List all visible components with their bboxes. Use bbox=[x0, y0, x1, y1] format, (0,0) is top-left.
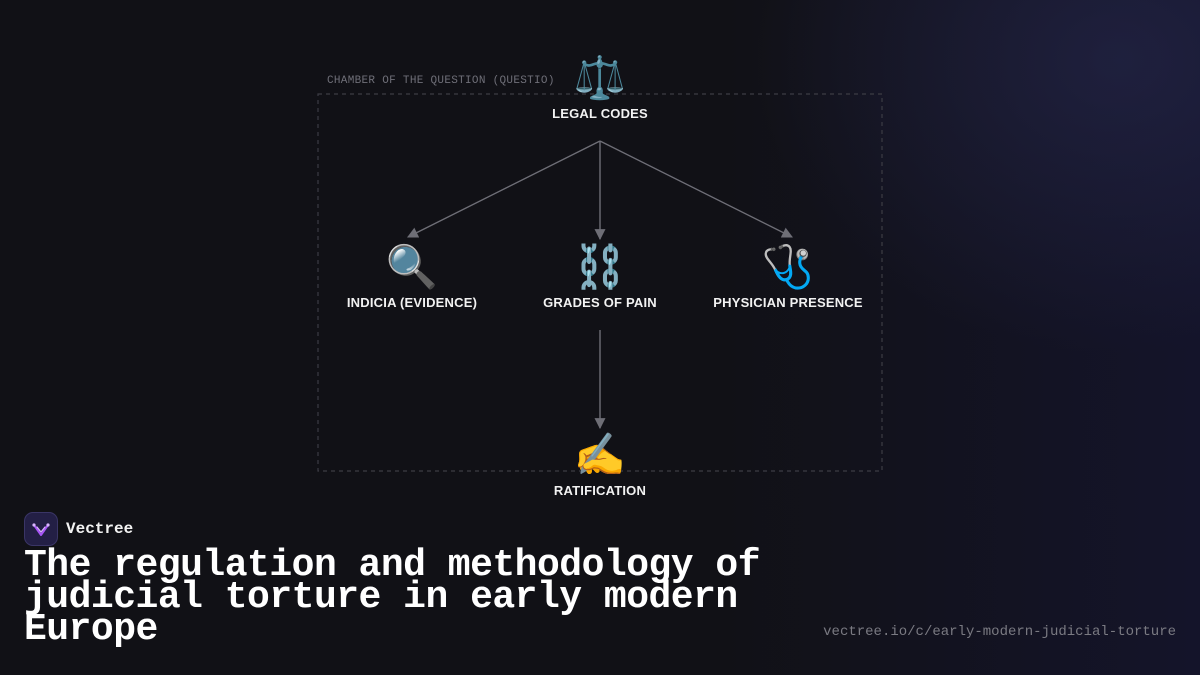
node-ratification: ✍️ RATIFICATION bbox=[490, 430, 710, 499]
page-title: The regulation and methodology of judici… bbox=[24, 544, 761, 651]
edge-legal-to-physician bbox=[599, 140, 793, 238]
node-grades-of-pain: ⛓️ GRADES OF PAIN bbox=[490, 242, 710, 311]
node-physician-presence: 🩺 PHYSICIAN PRESENCE bbox=[678, 242, 898, 311]
group-label: CHAMBER OF THE QUESTION (QUESTIO) bbox=[327, 75, 555, 87]
edge-legal-to-indicia bbox=[407, 140, 601, 238]
node-label: INDICIA (EVIDENCE) bbox=[346, 295, 478, 310]
brand: Vectree bbox=[24, 512, 133, 546]
node-legal-codes: ⚖️ LEGAL CODES bbox=[490, 53, 710, 122]
vectree-logo-icon bbox=[24, 512, 58, 546]
group-border bbox=[317, 93, 883, 472]
node-label: LEGAL CODES bbox=[552, 106, 648, 121]
node-label: GRADES OF PAIN bbox=[543, 295, 657, 310]
writing-hand-icon: ✍️ bbox=[573, 430, 627, 479]
page-url[interactable]: vectree.io/c/early-modern-judicial-tortu… bbox=[823, 624, 1176, 640]
stethoscope-icon: 🩺 bbox=[761, 242, 815, 291]
chains-icon: ⛓️ bbox=[573, 242, 627, 291]
scales-icon: ⚖️ bbox=[573, 53, 627, 102]
magnifier-icon: 🔍 bbox=[385, 242, 439, 291]
node-indicia: 🔍 INDICIA (EVIDENCE) bbox=[302, 242, 522, 311]
node-label: RATIFICATION bbox=[553, 483, 647, 498]
node-label: PHYSICIAN PRESENCE bbox=[713, 295, 863, 310]
brand-name: Vectree bbox=[66, 520, 134, 538]
